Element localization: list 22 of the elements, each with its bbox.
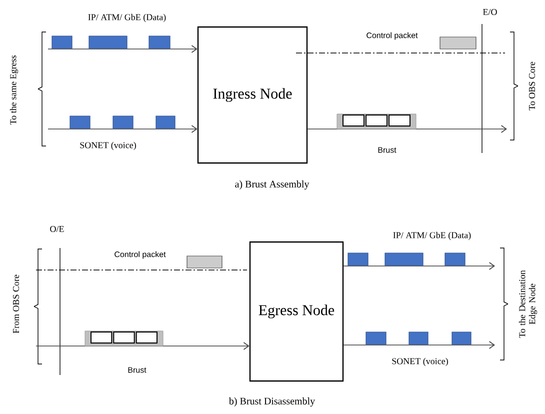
arrow <box>48 125 198 133</box>
edge-label: IP/ ATM/ GbE (Data) <box>86 12 168 24</box>
arrow <box>343 341 495 349</box>
edge-label: Brust <box>126 366 148 374</box>
packet-label: Control packet <box>366 32 418 40</box>
node-box: Egress Node <box>249 241 344 382</box>
edge-label: IP/ ATM/ GbE (Data) <box>392 230 472 242</box>
edge-label: SONET (voice) <box>78 140 138 152</box>
bracket-label: To the Destination Edge Node <box>518 270 538 338</box>
arrow <box>343 262 495 270</box>
edge-label: Brust <box>376 146 398 154</box>
converter-label: O/E <box>50 226 64 232</box>
converter-label: E/O <box>483 8 497 16</box>
bracket-label: To the same Egress <box>10 56 18 125</box>
packet-label: Control packet <box>114 251 166 259</box>
bracket-label: To OBS Core <box>528 62 536 110</box>
bracket-label: From OBS Core <box>12 274 20 334</box>
arrow <box>48 45 198 53</box>
caption: a) Brust Assembly <box>235 180 310 190</box>
caption: b) Brust Disassembly <box>228 397 316 407</box>
node-box: Ingress Node <box>197 26 308 164</box>
edge-label: SONET (voice) <box>390 356 450 368</box>
